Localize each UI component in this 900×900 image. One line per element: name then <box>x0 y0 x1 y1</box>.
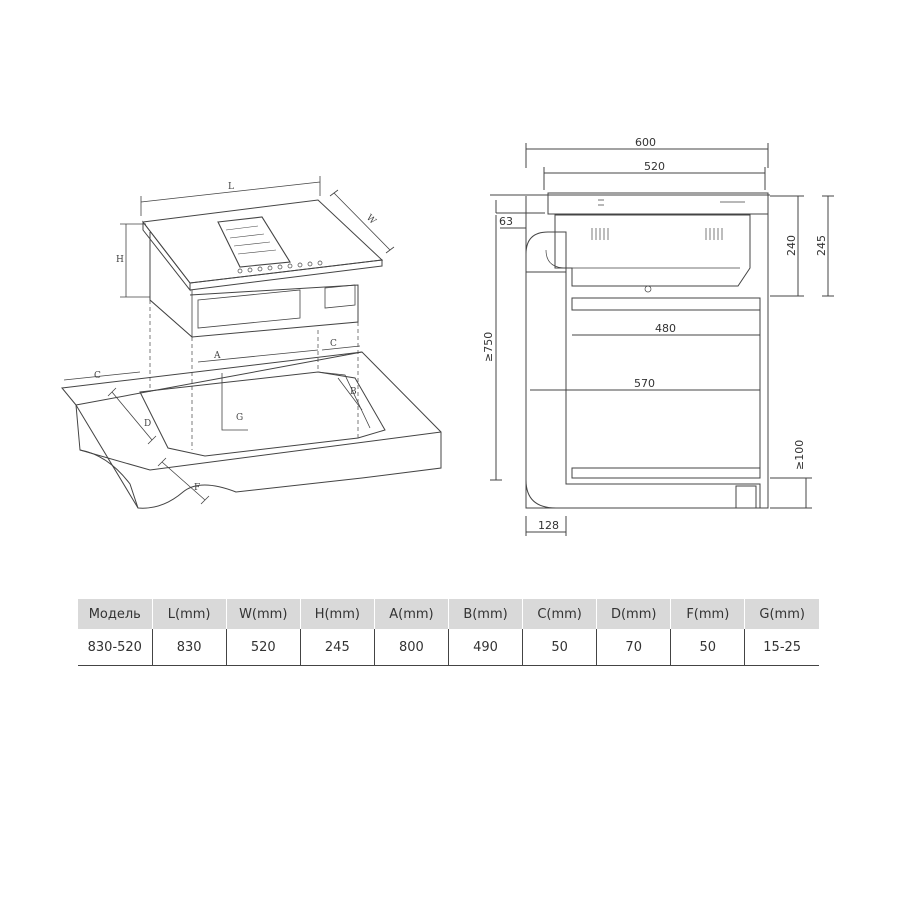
dim-245-line <box>822 195 834 297</box>
dim-480: 480 <box>655 322 676 335</box>
dim-240: 240 <box>785 235 798 256</box>
label-b: B <box>350 387 357 397</box>
dim-240-line <box>770 195 804 297</box>
header-h: H(mm) <box>299 599 375 629</box>
header-a: A(mm) <box>373 599 449 629</box>
cell-w: 520 <box>225 629 301 666</box>
control-dots <box>237 260 323 274</box>
header-g: G(mm) <box>744 599 819 629</box>
a-dimension-line <box>197 349 319 363</box>
dim-750-line <box>490 215 502 481</box>
cell-l: 830 <box>151 629 227 666</box>
countertop-cutout <box>139 371 386 457</box>
label-d: D <box>144 419 151 429</box>
dim-128-line <box>525 516 567 536</box>
dim-520: 520 <box>644 160 665 173</box>
shelf-lower <box>571 467 761 479</box>
cell-a: 800 <box>373 629 449 666</box>
cell-d: 70 <box>596 629 671 666</box>
label-g: G <box>236 413 243 423</box>
header-w: W(mm) <box>225 599 301 629</box>
header-model: Модель <box>78 599 153 629</box>
cell-c: 50 <box>522 629 597 666</box>
dim-570: 570 <box>634 377 655 390</box>
cell-h: 245 <box>299 629 375 666</box>
shelf-upper <box>571 297 761 311</box>
cell-model: 830-520 <box>78 629 153 666</box>
dim-520-line <box>543 167 766 190</box>
label-h: H <box>116 255 124 265</box>
label-c-top: C <box>330 339 337 349</box>
dim-100-line <box>770 477 812 509</box>
label-a: A <box>213 351 221 361</box>
hob-body-box <box>149 232 359 338</box>
vent-panel <box>217 216 291 268</box>
cell-b: 490 <box>447 629 523 666</box>
label-c-left: C <box>94 371 101 381</box>
dim-600-line <box>525 143 769 168</box>
dim-750: ≥750 <box>482 332 495 362</box>
dim-63: 63 <box>499 215 513 228</box>
label-f: F <box>194 483 200 493</box>
header-d: D(mm) <box>596 599 671 629</box>
countertop-top-edge <box>79 431 442 471</box>
header-b: B(mm) <box>447 599 523 629</box>
h-dimension-line <box>120 223 150 298</box>
w-dimension-line <box>329 189 395 254</box>
header-f: F(mm) <box>670 599 745 629</box>
label-l: L <box>228 182 234 192</box>
duct-vertical <box>525 272 567 480</box>
spec-table: Модель L(mm) W(mm) H(mm) A(mm) B(mm) C(m… <box>78 599 819 666</box>
dim-128: 128 <box>538 519 559 532</box>
dim-600: 600 <box>635 136 656 149</box>
table-header-row: Модель L(mm) W(mm) H(mm) A(mm) B(mm) C(m… <box>78 599 819 629</box>
duct-bend-bottom <box>525 479 761 509</box>
dim-100: ≥100 <box>793 440 806 470</box>
table-row: 830-520 830 520 245 800 490 50 70 50 15-… <box>78 629 819 666</box>
cell-f: 50 <box>670 629 745 666</box>
cabinet-side <box>525 196 769 509</box>
l-dimension-line <box>140 176 321 216</box>
dim-63-line <box>495 200 545 229</box>
side-hob-body <box>554 214 751 287</box>
countertop-front-edge <box>75 351 363 509</box>
header-c: C(mm) <box>522 599 597 629</box>
countertop-outline <box>61 351 442 509</box>
header-l: L(mm) <box>151 599 227 629</box>
dim-245: 245 <box>815 235 828 256</box>
duct-bend-top <box>525 231 567 273</box>
g-dimension-leader <box>221 373 248 431</box>
cell-g: 15-25 <box>744 629 819 666</box>
b-dimension-line <box>337 377 363 411</box>
